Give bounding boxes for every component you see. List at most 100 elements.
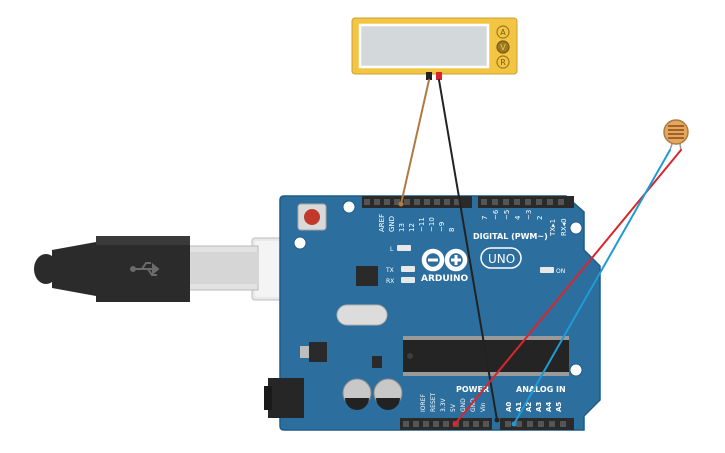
pin-label-6: ~6: [492, 209, 500, 220]
digital-pin-labels: AREF GND 13 12 ~11 ~10 ~9 8 7 ~6 ~5 4 ~3…: [378, 209, 568, 237]
pin-label-gnd-1: GND: [460, 398, 467, 412]
meter-screen: [358, 23, 490, 69]
pin-label-a5: A5: [555, 402, 563, 412]
mode-a-label: A: [500, 28, 506, 37]
photoresistor[interactable]: [663, 119, 689, 151]
pin-label-a1: A1: [515, 402, 523, 412]
pin-label-a2: A2: [525, 402, 533, 412]
pin-label-12: 12: [408, 223, 416, 232]
multimeter[interactable]: A V R: [351, 17, 518, 80]
wire-blue[interactable]: [513, 149, 671, 425]
crystal-oscillator: [336, 304, 388, 326]
mode-r-button[interactable]: [496, 55, 510, 69]
power-header-title: POWER: [456, 385, 489, 394]
mode-v-label: V: [500, 43, 506, 52]
pin-label-7: 7: [481, 216, 489, 220]
usb-strain-relief: [52, 242, 96, 296]
model-badge: [480, 247, 522, 269]
led-on-label: ON: [556, 268, 565, 275]
usb-plug-highlight: [96, 236, 190, 245]
meter-probe-red[interactable]: [436, 72, 442, 80]
analog-pin-labels: A0 A1 A2 A3 A4 A5: [505, 402, 563, 412]
pin-label-a4: A4: [545, 402, 553, 412]
wire-end: [452, 421, 458, 427]
power-jack: [268, 378, 304, 418]
pin-label-a3: A3: [535, 402, 543, 412]
led-on: [540, 267, 554, 273]
power-pin-labels: IOREF RESET 3.3V 5V GND GND Vin: [420, 392, 487, 412]
wire-brown[interactable]: [400, 79, 430, 205]
mode-v-button[interactable]: [496, 40, 510, 54]
led-tx-label: TX: [385, 267, 394, 274]
photoresistor-leg-1: [669, 143, 673, 151]
pin-label-aref: AREF: [378, 214, 386, 232]
pin-label-5v: 5V: [450, 403, 457, 412]
pin-label-10: ~10: [428, 217, 436, 232]
mode-a-button[interactable]: [496, 25, 510, 39]
chip-pins-top: [403, 336, 569, 340]
small-transistor: [372, 356, 382, 368]
wire-end: [511, 421, 517, 427]
pin-label-4: 4: [514, 215, 522, 220]
power-jack-lip: [264, 386, 272, 410]
pin-label-gnd-2: GND: [470, 398, 477, 412]
usb-plug-metal-inner: [188, 252, 258, 284]
mounting-hole: [342, 200, 356, 214]
usb-icon: [130, 262, 160, 276]
chip-notch: [407, 353, 413, 359]
pin-label-8: 8: [448, 228, 456, 232]
logo-minus: [428, 258, 438, 262]
pin-label-gnd: GND: [388, 216, 396, 232]
wire-end: [494, 417, 500, 423]
logo-plus-v: [454, 255, 458, 265]
pin-label-5: ~5: [503, 210, 511, 220]
pin-label-11: ~11: [418, 217, 426, 232]
meter-probe-black[interactable]: [426, 72, 432, 80]
arduino-logo: ARDUINO UNO: [421, 247, 522, 284]
mounting-hole: [293, 236, 307, 250]
photoresistor-leg-2: [679, 143, 682, 151]
photoresistor-head: [663, 119, 689, 145]
mounting-hole: [569, 363, 583, 377]
regulator-tab: [300, 346, 309, 358]
reset-button-cap[interactable]: [304, 209, 320, 225]
pin-label-reset: RESET: [430, 392, 437, 412]
led-tx: [401, 266, 415, 272]
pin-label-13: 13: [398, 223, 406, 232]
wire-black[interactable]: [438, 79, 498, 421]
bottom-header-sockets[interactable]: [403, 421, 566, 427]
usb-chip: [356, 266, 378, 286]
usb-cable-end: [34, 254, 58, 284]
led-l: [397, 245, 411, 251]
pin-label-3v3: 3.3V: [440, 397, 447, 412]
analog-header-title: ANALOG IN: [516, 385, 566, 394]
wires[interactable]: [398, 79, 682, 427]
led-rx-label: RX: [386, 278, 394, 285]
pin-label-tx1: TX▸1: [549, 219, 557, 237]
mode-r-label: R: [500, 58, 506, 67]
infinity-icon: [421, 248, 468, 272]
pin-label-a0: A0: [505, 402, 513, 412]
digital-header-title: DIGITAL (PWM~): [473, 232, 548, 241]
photoresistor-pattern: [668, 125, 684, 139]
pin-label-rx0: RX◂0: [560, 218, 568, 236]
brand-label: ARDUINO: [421, 274, 469, 284]
wire-end: [398, 201, 404, 207]
pin-label-2: 2: [536, 216, 544, 220]
arduino-uno-board[interactable]: AREF GND 13 12 ~11 ~10 ~9 8 7 ~6 ~5 4 ~3…: [264, 195, 601, 431]
led-rx: [401, 277, 415, 283]
capacitor-stripe: [345, 398, 369, 410]
voltage-regulator: [309, 342, 327, 362]
pin-label-9: ~9: [438, 222, 446, 232]
meter-mode-selector[interactable]: A V R: [496, 25, 510, 69]
chip-pins-bottom: [403, 372, 569, 376]
led-l-label: L: [390, 246, 394, 253]
pin-label-ioref: IOREF: [420, 394, 427, 412]
model-label: UNO: [488, 252, 515, 266]
pin-label-vin: Vin: [480, 402, 487, 412]
mounting-hole: [569, 221, 583, 235]
capacitor-stripe: [376, 398, 400, 410]
digital-header-sockets[interactable]: [364, 199, 564, 205]
pin-label-3: ~3: [525, 210, 533, 220]
